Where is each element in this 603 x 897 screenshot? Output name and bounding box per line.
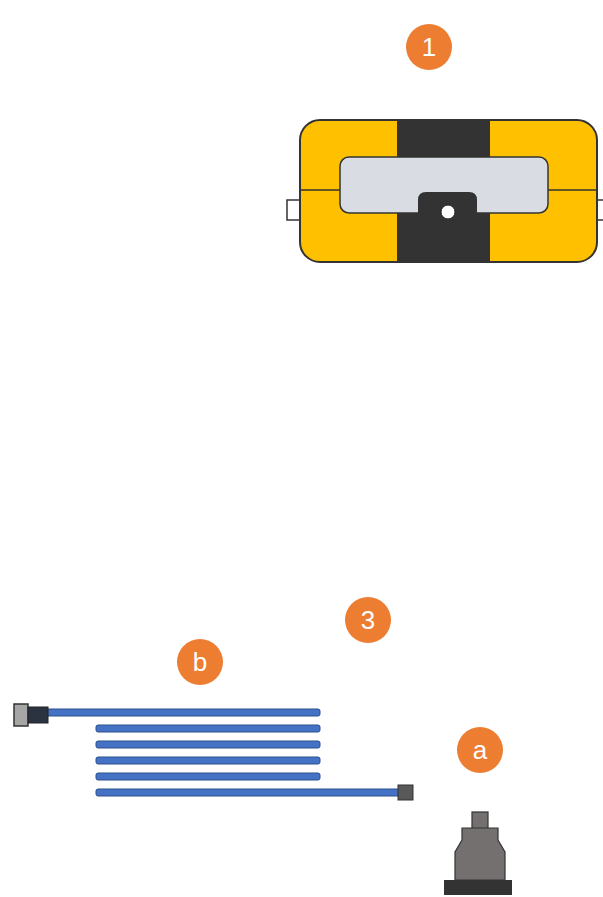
callout-number: 3	[345, 597, 391, 643]
callout-number: b	[177, 639, 223, 685]
cable	[14, 704, 413, 800]
device	[287, 120, 603, 262]
callout-number: a	[457, 727, 503, 773]
connector	[444, 812, 512, 895]
callout-number: 1	[406, 24, 452, 70]
